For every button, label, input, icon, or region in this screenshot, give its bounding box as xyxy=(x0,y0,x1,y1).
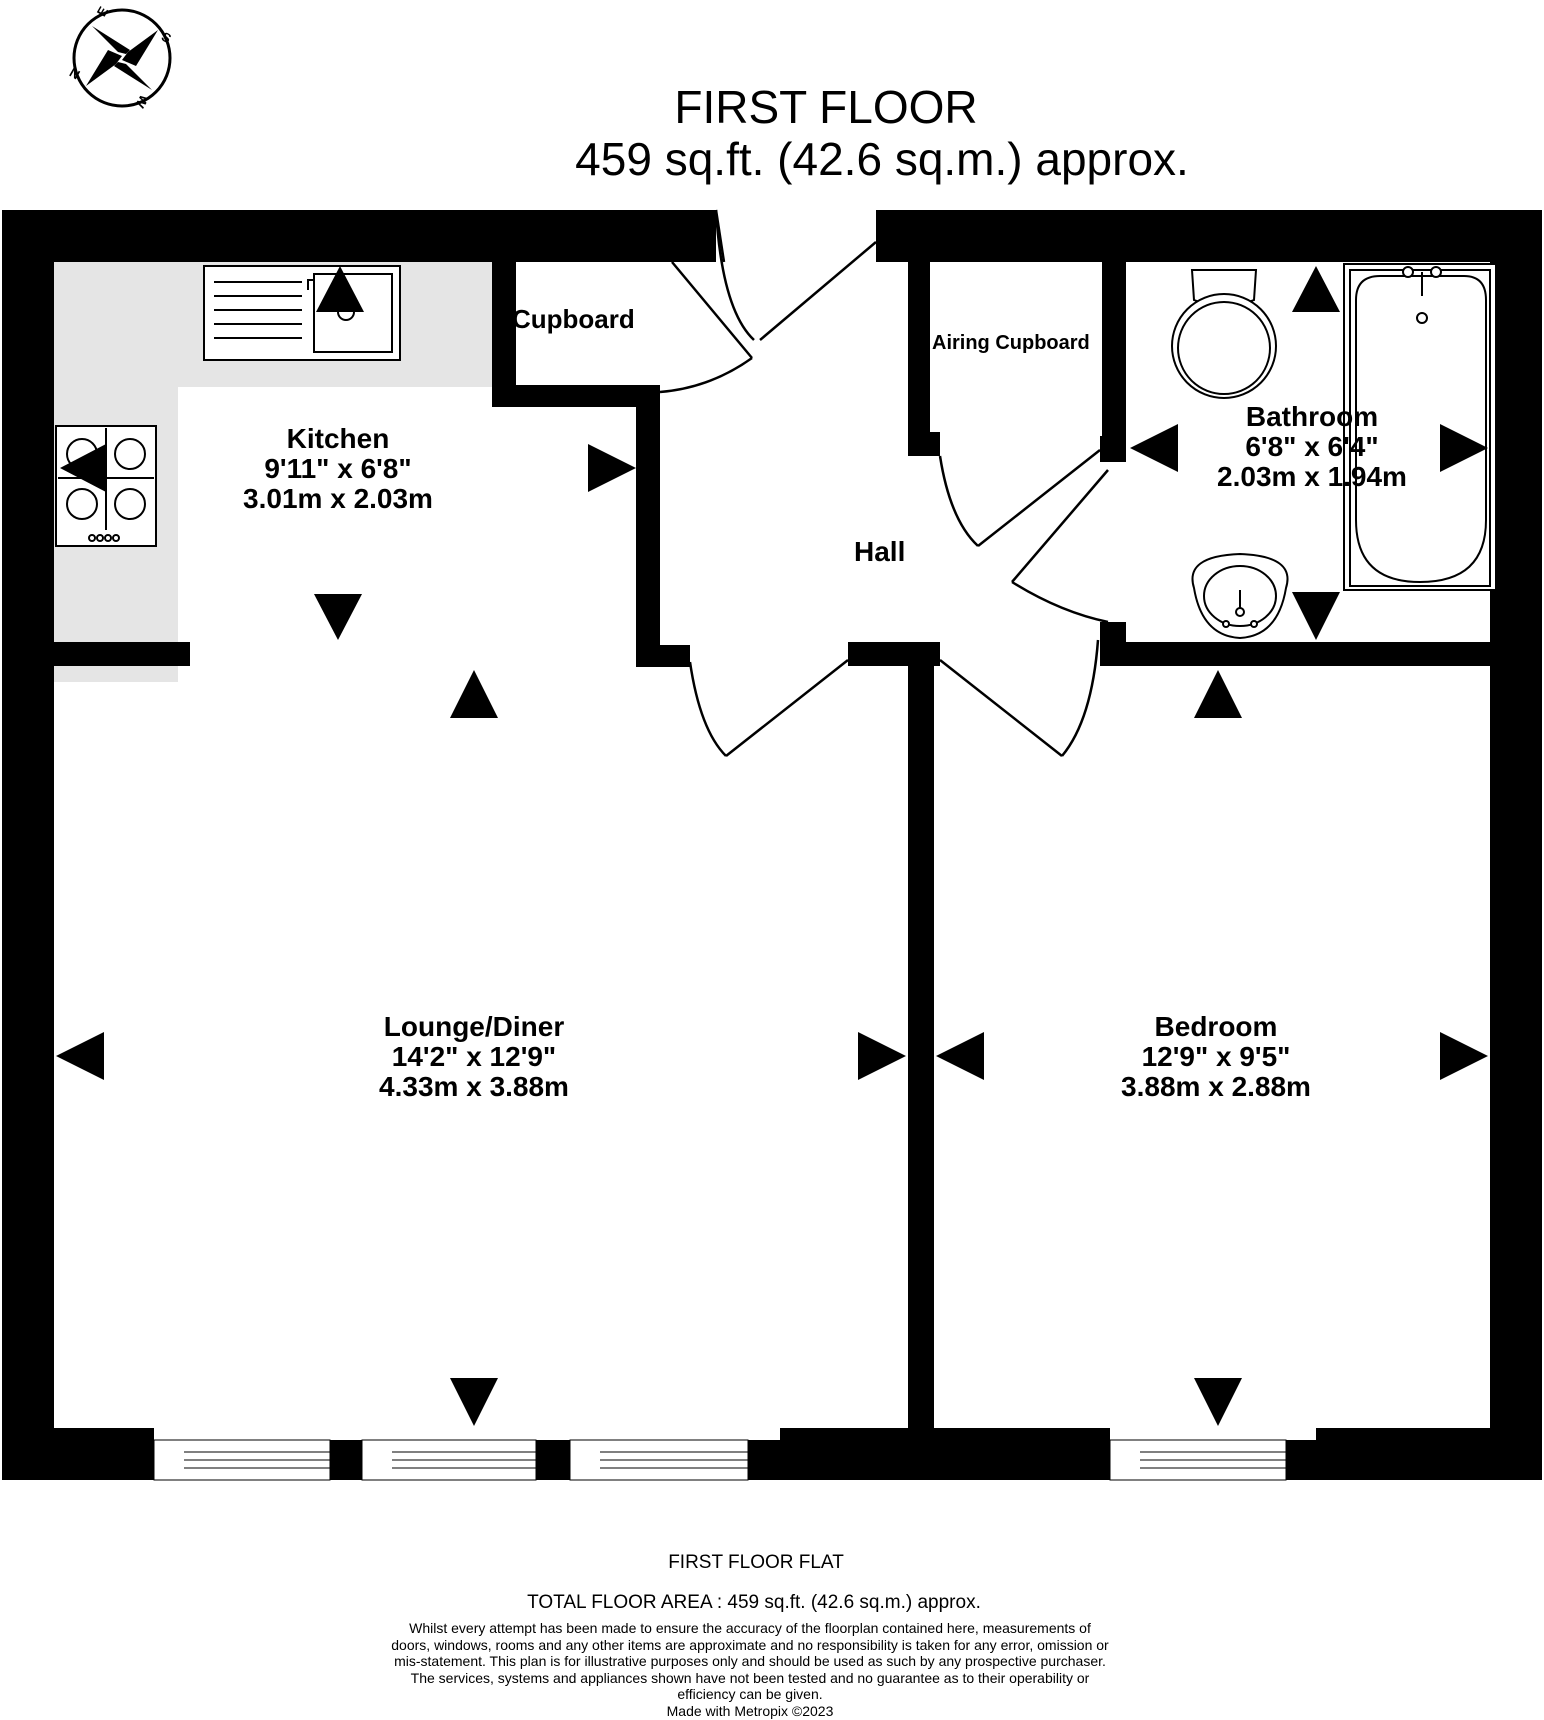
floor-area: 459 sq.ft. (42.6 sq.m.) approx. xyxy=(575,133,1189,185)
lounge-marker-left xyxy=(56,1032,104,1080)
kitchen-sink xyxy=(203,265,401,361)
footer-credit: Made with Metropix ©2023 xyxy=(666,1702,834,1719)
bath xyxy=(1343,263,1497,591)
lounge-window-3 xyxy=(569,1439,749,1481)
cupboard-label: Cupboard xyxy=(512,304,635,334)
bedroom-label: Bedroom 12'9" x 9'5" 3.88m x 2.88m xyxy=(1121,1012,1311,1102)
bedroom-marker-top xyxy=(1194,670,1242,718)
kitchen-label: Kitchen 9'11" x 6'8" 3.01m x 2.03m xyxy=(243,424,433,514)
airing-cupboard-label: Airing Cupboard xyxy=(932,332,1090,354)
lounge-door xyxy=(688,659,849,757)
bathroom-marker-left xyxy=(1130,424,1178,472)
footer-disclaimer: Whilst every attempt has been made to en… xyxy=(390,1620,1110,1719)
lounge-imperial: 14'2" x 12'9" xyxy=(391,1041,557,1072)
hall-label: Hall xyxy=(854,536,906,567)
bedroom-door xyxy=(939,639,1100,757)
bedroom-window xyxy=(1109,1439,1287,1481)
bedroom-imperial: 12'9" x 9'5" xyxy=(1141,1041,1291,1072)
kitchen-marker-right xyxy=(588,444,636,492)
walls xyxy=(2,210,1542,1480)
bathroom-marker-bottom xyxy=(1292,592,1340,640)
bathroom-name: Bathroom xyxy=(1245,401,1379,432)
bathroom-label: Bathroom 6'8" x 6'4" 2.03m x 1.94m xyxy=(1217,402,1407,492)
footer-total-area: TOTAL FLOOR AREA : 459 sq.ft. (42.6 sq.m… xyxy=(527,1592,981,1613)
windows xyxy=(153,1439,1287,1481)
bathroom-door xyxy=(1011,469,1109,624)
wash-basin xyxy=(1191,552,1289,640)
lounge-marker-bottom xyxy=(450,1378,498,1426)
bathroom-marker-top xyxy=(1292,266,1340,312)
bathroom-imperial: 6'8" x 6'4" xyxy=(1245,431,1379,462)
airing-cupboard-door xyxy=(938,449,1101,547)
bedroom-marker-left xyxy=(936,1032,984,1080)
bedroom-marker-right xyxy=(1440,1032,1488,1080)
kitchen-marker-bottom xyxy=(314,594,362,640)
doors xyxy=(659,209,1109,757)
lounge-window-2 xyxy=(361,1439,537,1481)
lounge-window-1 xyxy=(153,1439,331,1481)
toilet xyxy=(1171,269,1277,399)
bathroom-metric: 2.03m x 1.94m xyxy=(1217,461,1407,492)
dimension-markers xyxy=(56,266,1488,1426)
bedroom-name: Bedroom xyxy=(1154,1011,1278,1042)
kitchen-marker-left xyxy=(60,444,106,492)
cupboard-door xyxy=(659,261,753,394)
footer-title: FIRST FLOOR FLAT xyxy=(668,1552,844,1573)
kitchen-metric: 3.01m x 2.03m xyxy=(243,483,433,514)
floor-title: FIRST FLOOR xyxy=(674,81,978,133)
kitchen-imperial: 9'11" x 6'8" xyxy=(264,453,412,484)
bedroom-marker-bottom xyxy=(1194,1378,1242,1426)
lounge-marker-right xyxy=(858,1032,906,1080)
kitchen-marker-top xyxy=(316,266,364,312)
lounge-name: Lounge/Diner xyxy=(383,1011,565,1042)
lounge-metric: 4.33m x 3.88m xyxy=(379,1071,569,1102)
kitchen-name: Kitchen xyxy=(286,423,390,454)
lounge-label: Lounge/Diner 14'2" x 12'9" 4.33m x 3.88m xyxy=(379,1012,569,1102)
bedroom-metric: 3.88m x 2.88m xyxy=(1121,1071,1311,1102)
compass-icon xyxy=(72,8,172,108)
lounge-marker-top xyxy=(450,670,498,718)
disclaimer-text: Whilst every attempt has been made to en… xyxy=(391,1620,1109,1702)
front-door xyxy=(714,209,877,341)
bathroom-marker-right xyxy=(1440,424,1488,472)
